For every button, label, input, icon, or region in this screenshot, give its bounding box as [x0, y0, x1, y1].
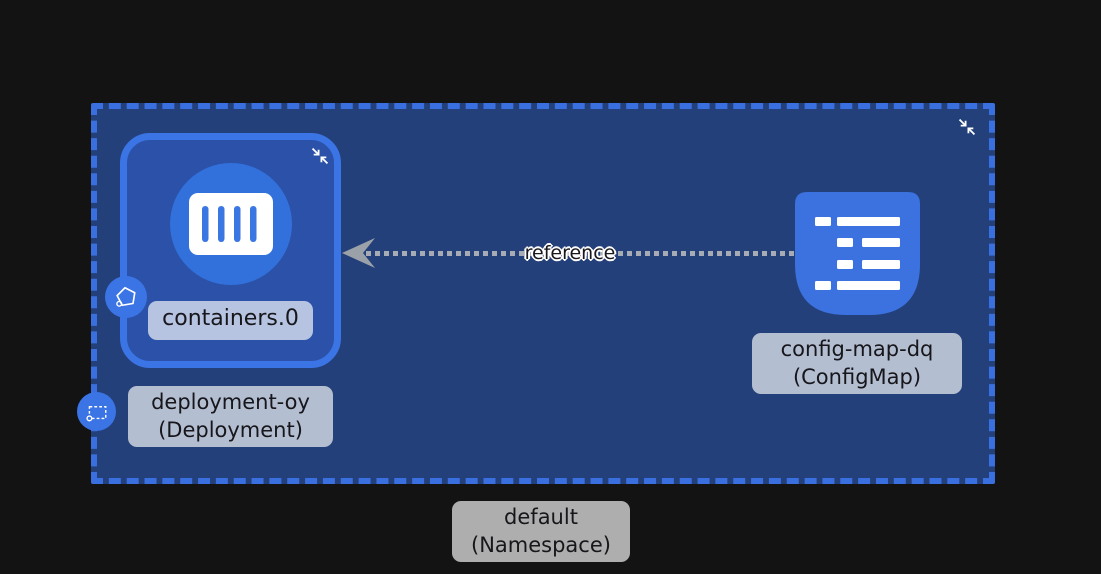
pod-badge — [105, 276, 147, 318]
reference-edge-label: reference — [524, 242, 616, 264]
container-icon — [189, 193, 273, 255]
container-name: containers.0 — [162, 306, 299, 331]
configmap-name-tag: config-map-dq (ConfigMap) — [752, 333, 962, 395]
deployment-kind: (Deployment) — [158, 417, 303, 442]
namespace-kind: (Namespace) — [471, 532, 611, 557]
container-node[interactable] — [170, 163, 292, 285]
configmap-kind: (ConfigMap) — [792, 364, 922, 389]
namespace-name-tag: default (Namespace) — [452, 501, 630, 563]
pod-pentagon-icon — [116, 286, 136, 307]
deployment-name-tag: deployment-oy (Deployment) — [128, 386, 333, 448]
configmap-list-icon — [815, 217, 900, 290]
configmap-name: config-map-dq — [780, 337, 934, 361]
deployment-collapse-icon[interactable] — [310, 146, 330, 166]
namespace-collapse-icon[interactable] — [957, 117, 977, 137]
deployment-dashed-rect-icon — [85, 405, 106, 421]
configmap-node[interactable] — [795, 192, 920, 315]
reference-edge-line — [366, 251, 795, 256]
namespace-name: default — [504, 505, 578, 529]
deployment-name: deployment-oy — [151, 390, 310, 414]
deployment-badge — [77, 392, 116, 431]
container-name-tag: containers.0 — [148, 301, 313, 340]
reference-edge-arrowhead-icon — [342, 238, 375, 268]
